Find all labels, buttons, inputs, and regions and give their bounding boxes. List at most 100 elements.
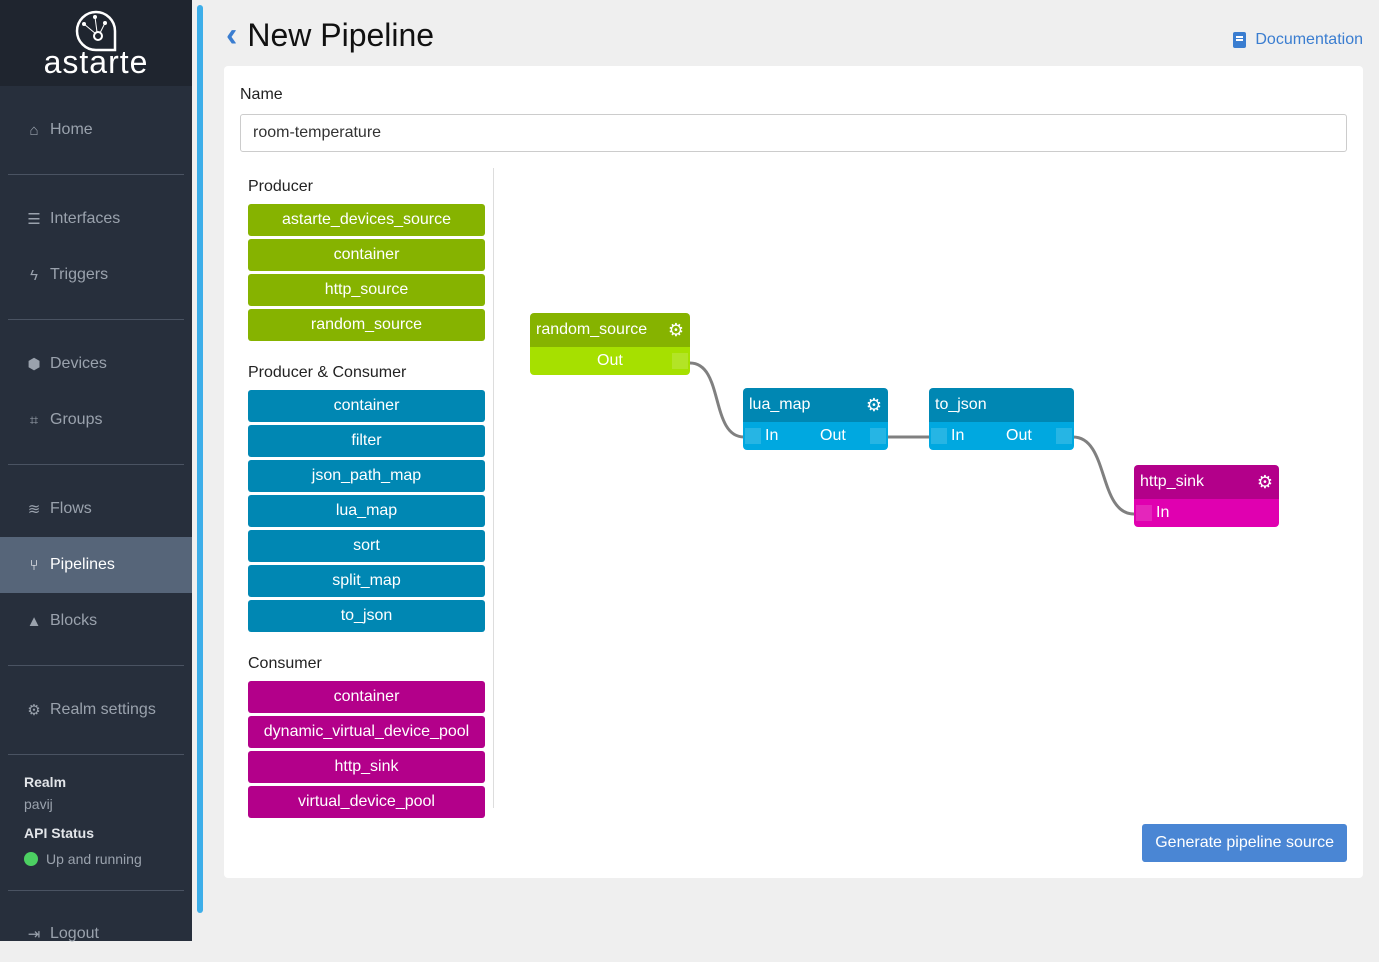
nav-label: Flows [50,500,92,517]
palette-block-sort[interactable]: sort [248,530,485,562]
divider [8,174,184,175]
brand-name: astarte [43,44,149,80]
palette-block-virtual-device-pool[interactable]: virtual_device_pool [248,786,485,818]
divider [8,319,184,320]
gear-icon: ⚙ [27,702,41,719]
api-status-text: Up and running [46,851,142,867]
palette-divider [493,168,494,808]
pipeline-node-random-source[interactable]: random_source ⚙ Out [530,313,690,375]
port-label-in: In [951,427,965,444]
palette-block-http-source[interactable]: http_source [248,274,485,306]
scrollbar[interactable] [197,5,203,913]
sidebar-item-groups[interactable]: ⌗ Groups [0,392,192,448]
divider [8,890,184,891]
input-port[interactable] [1136,505,1152,521]
port-label-out: Out [820,427,846,444]
name-label: Name [240,86,283,103]
cube-icon: ⬢ [27,356,41,373]
nav-label: Groups [50,411,103,428]
sidebar-item-realm-settings[interactable]: ⚙ Realm settings [0,682,192,738]
page-title: ‹New Pipeline [226,16,434,55]
sidebar-item-pipelines[interactable]: ⑂ Pipelines [0,537,192,593]
palette-block-json-path-map[interactable]: json_path_map [248,460,485,492]
nav-label: Interfaces [50,210,121,227]
sidebar-item-logout[interactable]: ⇥ Logout [0,906,192,962]
flows-icon: ≋ [27,501,41,518]
logo[interactable]: astarte [0,0,192,86]
group-icon: ⌗ [29,411,39,429]
sidebar-item-devices[interactable]: ⬢ Devices [0,336,192,392]
sidebar-item-home[interactable]: ⌂ Home [0,102,192,158]
palette-block-split-map[interactable]: split_map [248,565,485,597]
api-status-label: API Status [24,825,95,841]
node-title: lua_map [749,396,811,413]
palette-group-consumer: Consumer [248,655,322,672]
pipeline-editor-card: Name Producerastarte_devices_sourceconta… [224,66,1363,878]
node-title: to_json [935,396,987,413]
palette-group-pc: Producer & Consumer [248,364,407,381]
pipeline-node-lua-map[interactable]: lua_map ⚙ In Out [743,388,888,450]
documentation-link[interactable]: Documentation [1233,31,1363,49]
gear-icon[interactable]: ⚙ [667,320,684,340]
palette-block-container[interactable]: container [248,681,485,713]
wires [689,361,1135,516]
palette-block-lua-map[interactable]: lua_map [248,495,485,527]
nav-label: Realm settings [50,701,156,718]
sidebar-item-flows[interactable]: ≋ Flows [0,481,192,537]
api-status: Up and running [24,851,142,867]
palette-block-filter[interactable]: filter [248,425,485,457]
logout-icon: ⇥ [27,926,41,943]
back-chevron-icon[interactable]: ‹ [226,16,238,54]
divider [8,665,184,666]
astarte-logo-icon [75,10,117,52]
nav-label: Pipelines [50,556,115,573]
documentation-label: Documentation [1255,31,1363,48]
palette-block-container[interactable]: container [248,239,485,271]
status-dot-icon [24,852,38,866]
generate-pipeline-source-button[interactable]: Generate pipeline source [1142,824,1347,862]
palette-block-random-source[interactable]: random_source [248,309,485,341]
sidebar-item-blocks[interactable]: ▲ Blocks [0,593,192,649]
port-label-in: In [1156,504,1170,521]
pipeline-node-http-sink[interactable]: http_sink ⚙ In [1134,465,1279,527]
divider [8,754,184,755]
port-label-in: In [765,427,779,444]
home-icon: ⌂ [29,121,39,139]
port-label-out: Out [597,352,623,369]
node-title: random_source [536,321,648,338]
palette-block-dynamic-virtual-device-pool[interactable]: dynamic_virtual_device_pool [248,716,485,748]
nav-label: Home [50,121,93,138]
input-port[interactable] [931,428,947,444]
bolt-icon: ϟ [30,266,38,284]
wire-to-json-to-http-sink [1072,435,1135,516]
gear-icon[interactable]: ⚙ [1256,472,1273,492]
list-icon: ☰ [27,211,41,228]
branch-icon: ⑂ [29,556,39,574]
input-port[interactable] [745,428,761,444]
realm-label: Realm [24,774,67,790]
sidebar: astarte ⌂ Home ☰ Interfaces ϟ Triggers ⬢ Dev… [0,0,192,943]
palette-block-container[interactable]: container [248,390,485,422]
sidebar-item-interfaces[interactable]: ☰ Interfaces [0,191,192,247]
divider [8,464,184,465]
realm-value: pavij [24,796,53,812]
gear-icon[interactable]: ⚙ [865,395,882,415]
nav-label: Triggers [50,266,109,283]
book-icon [1233,32,1247,48]
nav-label: Logout [50,925,99,942]
nav-label: Blocks [50,612,98,629]
nav-label: Devices [50,355,107,372]
node-title: http_sink [1140,473,1205,490]
palette-block-astarte-devices-source[interactable]: astarte_devices_source [248,204,485,236]
palette-block-to-json[interactable]: to_json [248,600,485,632]
output-port[interactable] [672,353,688,369]
wire-random-source-to-lua-map [689,361,745,439]
sidebar-item-triggers[interactable]: ϟ Triggers [0,247,192,303]
output-port[interactable] [870,428,886,444]
port-label-out: Out [1006,427,1032,444]
shapes-icon: ▲ [26,612,42,630]
output-port[interactable] [1056,428,1072,444]
name-input[interactable] [240,114,1347,152]
palette-block-http-sink[interactable]: http_sink [248,751,485,783]
